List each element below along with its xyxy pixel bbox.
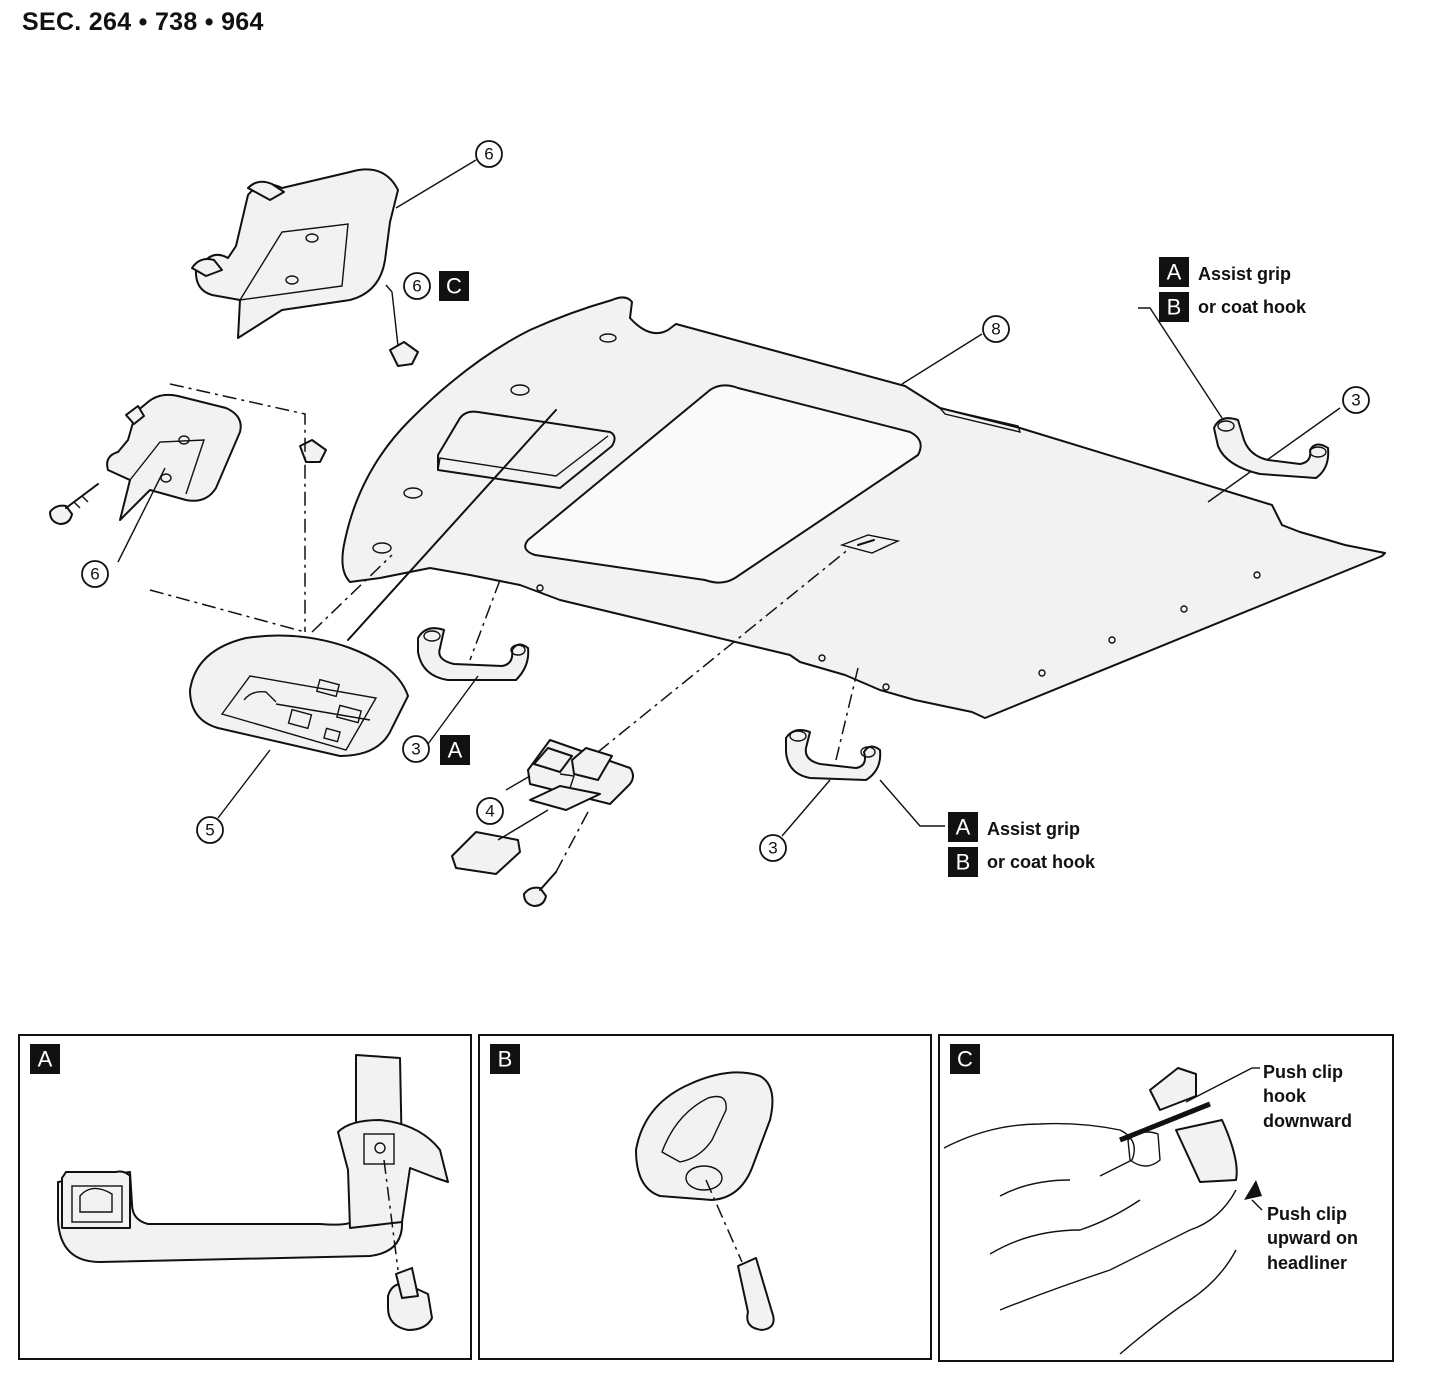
callout-8: 8: [982, 315, 1010, 343]
panel-a-badge: A: [30, 1044, 60, 1074]
coat-hook-detail: [635, 1071, 775, 1331]
switch-unit: [451, 547, 851, 907]
panel-b-badge: B: [490, 1044, 520, 1074]
svg-text:8: 8: [991, 320, 1000, 339]
headliner-panel: [341, 296, 1386, 719]
assist-grip-center: [417, 579, 530, 745]
svg-text:3: 3: [411, 740, 420, 759]
callout-3-right: 3: [1342, 386, 1370, 414]
assist-grip-detail: [57, 1054, 449, 1331]
callout-6-clip: 6: [403, 272, 431, 300]
svg-text:A: A: [956, 815, 971, 840]
note-push-clip-downward: Push clip hook downward: [1263, 1062, 1352, 1131]
svg-text:A: A: [1167, 260, 1182, 285]
legend-top-coat-hook: or coat hook: [1198, 297, 1307, 317]
svg-text:6: 6: [412, 277, 421, 296]
legend-bottom-badge-a: A: [948, 812, 978, 842]
legend-bottom-badge-b: B: [948, 847, 978, 877]
legend-bottom: A Assist grip B or coat hook: [948, 812, 1096, 877]
detail-panel-a: A: [18, 1034, 472, 1360]
svg-text:C: C: [957, 1047, 973, 1072]
panel-c-badge: C: [950, 1044, 980, 1074]
svg-text:5: 5: [205, 821, 214, 840]
legend-top-assist-grip: Assist grip: [1198, 264, 1291, 284]
svg-text:6: 6: [484, 145, 493, 164]
legend-top: A Assist grip B or coat hook: [1159, 257, 1307, 322]
detail-panel-b: B: [478, 1034, 932, 1360]
svg-text:4: 4: [485, 802, 494, 821]
svg-text:3: 3: [768, 839, 777, 858]
badge-clip-c: C: [439, 271, 469, 301]
svg-text:B: B: [956, 850, 971, 875]
assist-grip-bottom: [781, 667, 945, 837]
legend-top-badge-a: A: [1159, 257, 1189, 287]
assist-grip-right: [1138, 307, 1330, 479]
callout-3-bottom: 3: [759, 834, 787, 862]
svg-text:C: C: [446, 274, 462, 299]
legend-bottom-coat-hook: or coat hook: [987, 852, 1096, 872]
svg-text:A: A: [448, 738, 463, 763]
rear-trim-left: [49, 383, 327, 633]
clip-install-detail: [943, 1067, 1263, 1355]
svg-text:A: A: [38, 1047, 53, 1072]
callout-3-center: 3: [402, 735, 430, 763]
svg-text:6: 6: [90, 565, 99, 584]
front-trim-upper: [191, 168, 399, 339]
map-lamp: [189, 409, 557, 819]
clip-part: [385, 284, 419, 367]
callout-6-top: 6: [475, 140, 503, 168]
callout-5: 5: [196, 816, 224, 844]
note-push-clip-upward: Push clip upward on headliner: [1267, 1204, 1363, 1273]
detail-panel-c: C Push clip hook downward Push clip upwa…: [938, 1034, 1394, 1362]
svg-text:3: 3: [1351, 391, 1360, 410]
svg-text:B: B: [1167, 295, 1182, 320]
legend-bottom-assist-grip: Assist grip: [987, 819, 1080, 839]
badge-grip-a: A: [440, 735, 470, 765]
legend-top-badge-b: B: [1159, 292, 1189, 322]
section-code: SEC. 264 • 738 • 964: [22, 8, 264, 36]
callout-4: 4: [476, 797, 504, 825]
svg-text:B: B: [498, 1047, 513, 1072]
callout-6-left: 6: [81, 560, 109, 588]
